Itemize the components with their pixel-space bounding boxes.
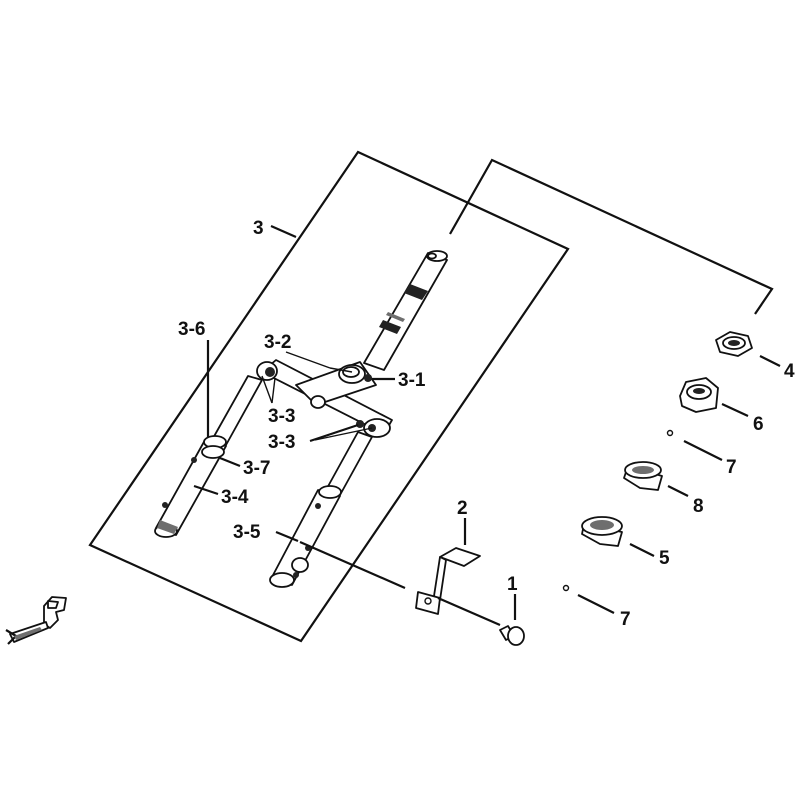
bolt-part-1 <box>499 594 525 646</box>
right-fork-leg <box>269 431 373 588</box>
callout-7-lower: 7 <box>620 609 631 630</box>
cone-race-part-8 <box>623 461 689 497</box>
callout-3-2: 3-2 <box>264 332 291 353</box>
callout-3-3-lower: 3-3 <box>268 432 295 453</box>
steering-nut-part-6 <box>679 377 749 417</box>
callout-3-5: 3-5 <box>233 522 261 543</box>
front-fork-assembly <box>154 250 448 588</box>
steel-ball-part-7-top <box>666 429 723 461</box>
callout-8: 8 <box>693 496 704 517</box>
bracket-part-2 <box>415 518 501 627</box>
callout-6: 6 <box>753 414 764 435</box>
lock-nut-part-4 <box>715 331 781 367</box>
cone-race-part-5 <box>581 516 655 557</box>
front-direction-arrow-icon <box>5 596 67 645</box>
fork-assembly-frame <box>88 150 570 643</box>
fork-leader-lines <box>193 224 406 590</box>
callout-3-3-upper: 3-3 <box>268 406 295 427</box>
callout-1: 1 <box>507 574 518 595</box>
callout-3-4: 3-4 <box>221 487 249 508</box>
callout-5: 5 <box>659 548 670 569</box>
steering-stem <box>363 250 448 371</box>
callout-3: 3 <box>253 218 264 239</box>
steel-ball-part-7-bottom <box>562 584 615 614</box>
callout-3-1: 3-1 <box>398 370 426 391</box>
left-fork-leg <box>154 375 263 538</box>
callout-3-7: 3-7 <box>243 458 270 479</box>
callout-2: 2 <box>457 498 468 519</box>
steering-stem-bracket <box>449 158 774 315</box>
callout-7-upper: 7 <box>726 457 737 478</box>
callout-3-6: 3-6 <box>178 319 205 340</box>
callout-4: 4 <box>784 361 795 382</box>
